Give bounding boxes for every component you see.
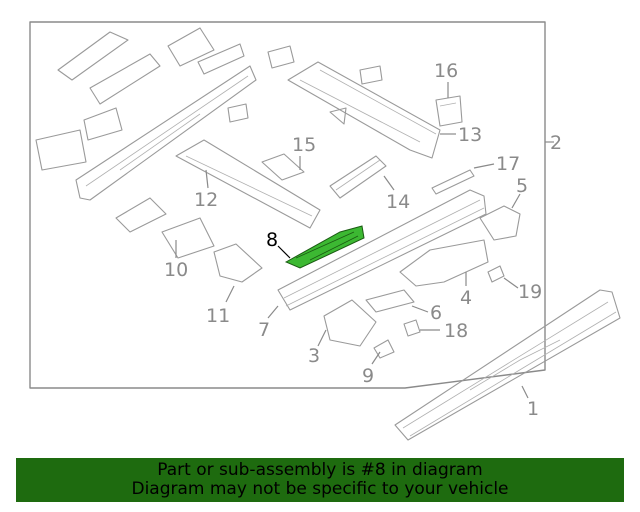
leader-3 (317, 329, 327, 347)
part-10-bracket[interactable] (115, 197, 215, 259)
leader-14 (383, 175, 395, 191)
part-12-floor-rail[interactable] (175, 139, 321, 229)
part-1-rocker-rail[interactable] (394, 289, 621, 441)
callout-15: 15 (292, 134, 316, 156)
callout-7: 7 (258, 319, 270, 341)
part-7-sill[interactable] (277, 189, 487, 311)
notice-banner: Part or sub-assembly is #8 in diagram Di… (16, 458, 624, 502)
leader-8 (277, 245, 291, 259)
leader-lines (175, 82, 554, 399)
leader-9 (371, 351, 381, 365)
leader-1 (521, 385, 529, 399)
callout-9: 9 (362, 365, 374, 387)
leader-7 (267, 305, 279, 319)
part-small-brackets-upper[interactable] (227, 45, 383, 125)
part-3-bracket[interactable] (323, 299, 377, 347)
part-6-plate[interactable] (365, 289, 415, 313)
callout-13: 13 (458, 124, 482, 146)
callout-14: 14 (386, 191, 410, 213)
parts-diagram: 1 2 3 4 5 6 7 8 9 10 11 12 13 14 15 16 1… (29, 21, 621, 441)
callout-12: 12 (194, 189, 218, 211)
callout-8: 8 (266, 229, 278, 251)
part-9-clip[interactable] (373, 339, 395, 359)
part-18-clip[interactable] (403, 319, 421, 337)
part-left-side-rail[interactable] (75, 65, 257, 201)
callout-2: 2 (550, 132, 562, 154)
callout-4: 4 (460, 287, 472, 309)
leader-12 (205, 169, 209, 189)
leader-11 (225, 285, 235, 303)
callout-19: 19 (518, 281, 542, 303)
callout-10: 10 (164, 259, 188, 281)
callout-1: 1 (527, 398, 539, 420)
part-4-bracket[interactable] (399, 239, 489, 287)
notice-line-1: Part or sub-assembly is #8 in diagram (157, 460, 483, 480)
leader-6 (411, 305, 429, 313)
callout-11: 11 (206, 305, 230, 327)
part-8-highlighted[interactable] (284, 225, 365, 269)
part-14-support[interactable] (329, 155, 387, 199)
assembly-frame (29, 21, 546, 389)
leader-5 (511, 193, 521, 209)
callout-labels: 1 2 3 4 5 6 7 8 9 10 11 12 13 14 15 16 1… (164, 60, 562, 420)
part-19-clip[interactable] (487, 265, 505, 283)
part-17-strip[interactable] (431, 169, 475, 195)
callout-6: 6 (430, 302, 442, 324)
callout-16: 16 (434, 60, 458, 82)
part-5-gusset[interactable] (479, 205, 521, 241)
leader-19 (503, 277, 519, 289)
part-13-cross-member[interactable] (287, 61, 441, 159)
notice-line-2: Diagram may not be specific to your vehi… (131, 479, 509, 499)
callout-5: 5 (516, 175, 528, 197)
part-left-upper-assemblies[interactable] (35, 27, 245, 171)
part-16-bracket[interactable] (435, 95, 463, 127)
leader-17 (473, 163, 495, 169)
part-11-bracket[interactable] (213, 243, 263, 283)
callout-18: 18 (444, 320, 468, 342)
part-15-bracket[interactable] (261, 153, 305, 181)
callout-17: 17 (496, 153, 520, 175)
callout-3: 3 (308, 345, 320, 367)
